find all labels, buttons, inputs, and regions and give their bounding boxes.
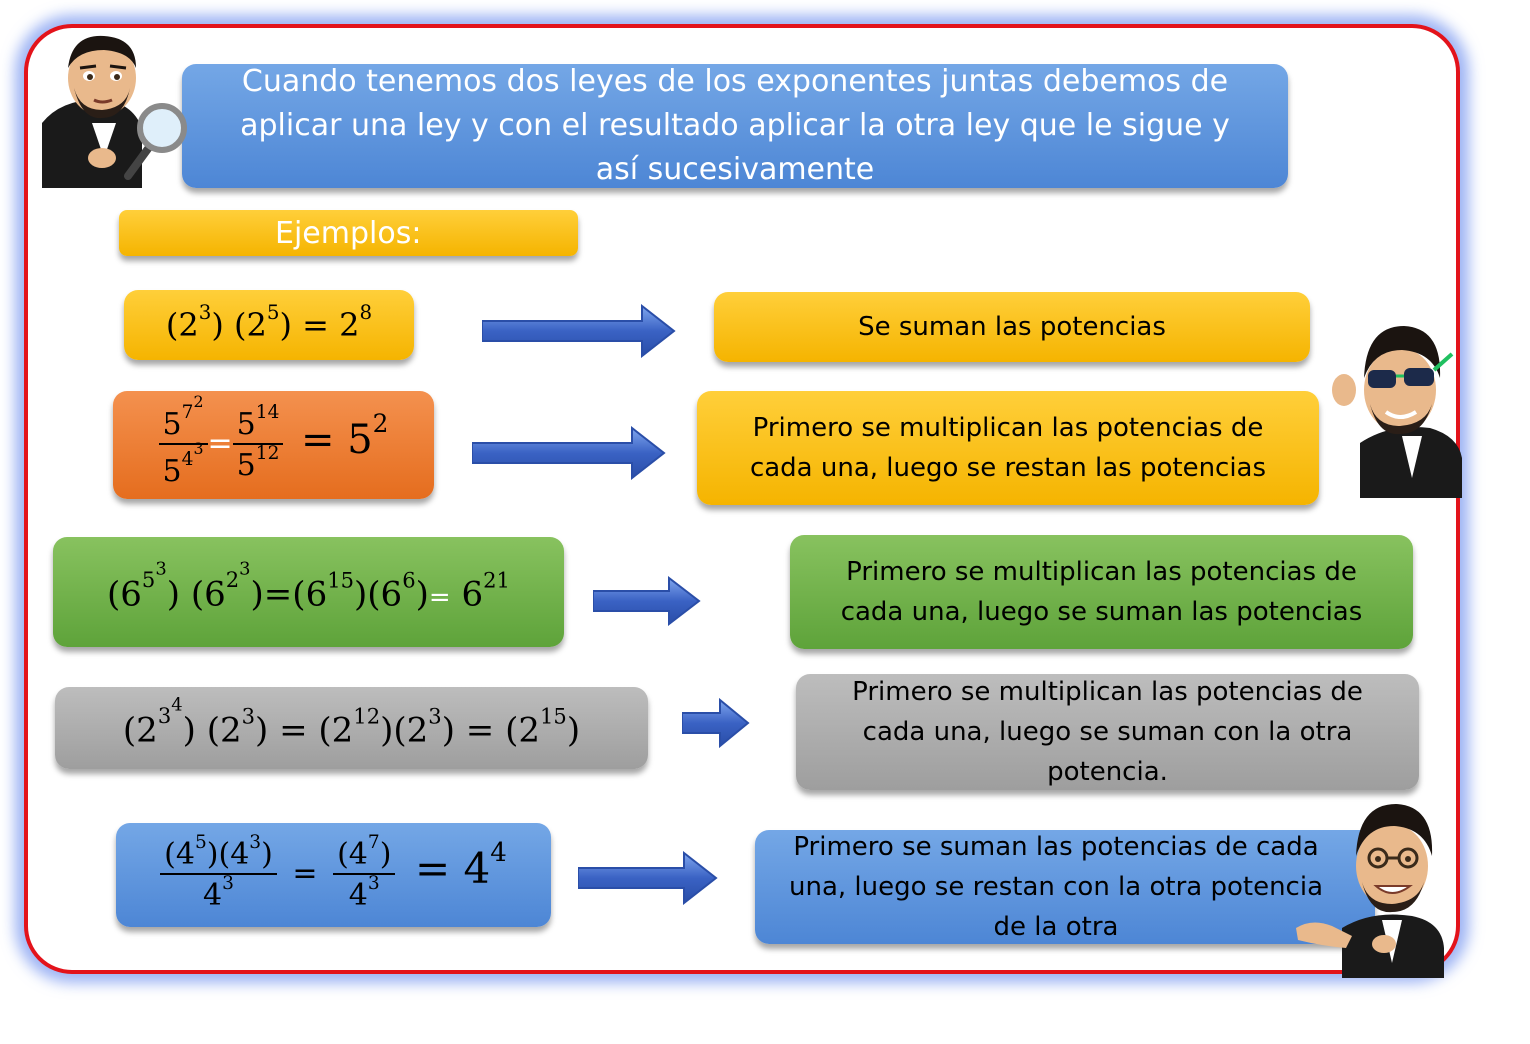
examples-heading-text: Ejemplos:: [275, 215, 422, 251]
right-arrow-icon: [682, 698, 750, 748]
example-5-formula: (45)(43) 43 = (47) 43 = 44: [116, 823, 551, 927]
examples-heading: Ejemplos:: [119, 210, 578, 256]
example-3-explanation: Primero se multiplican las potencias de …: [790, 535, 1413, 649]
right-arrow-icon: [578, 851, 718, 905]
example-2-formula: 572 543 = 514 512 = 52: [113, 391, 434, 499]
formula-5: (45)(43) 43 = (47) 43 = 44: [160, 833, 507, 912]
fraction: (45)(43) 43: [160, 833, 277, 912]
fraction: 514 512: [232, 403, 284, 482]
presenter-avatar-icon: [1296, 804, 1444, 978]
fraction: 572 543: [158, 394, 208, 488]
sunglasses-avatar-icon: [1332, 326, 1462, 498]
example-5-explanation: Primero se suman las potencias de cada u…: [755, 830, 1375, 944]
fraction: (47) 43: [333, 833, 396, 912]
right-arrow-icon: [482, 304, 676, 358]
example-1-explanation: Se suman las potencias: [714, 292, 1310, 362]
example-4-explanation: Primero se multiplican las potencias de …: [796, 674, 1419, 790]
detective-avatar-icon: [42, 35, 187, 188]
example-3-formula: (653) (623)=(615)(66)= 621: [53, 537, 564, 647]
formula-4: (234) (23) = (212)(23) = (215): [122, 694, 581, 751]
right-arrow-icon: [472, 426, 666, 480]
formula-3: (653) (623)=(615)(66)= 621: [107, 558, 510, 615]
intro-text: Cuando tenemos dos leyes de los exponent…: [240, 64, 1230, 187]
formula-2: 572 543 = 514 512 = 52: [158, 394, 388, 488]
intro-box: Cuando tenemos dos leyes de los exponent…: [182, 64, 1288, 188]
example-1-formula: (23) (25) = 28: [124, 290, 414, 360]
right-arrow-icon: [593, 576, 701, 626]
example-4-formula: (234) (23) = (212)(23) = (215): [55, 687, 648, 769]
formula-1: (23) (25) = 28: [165, 301, 373, 344]
example-2-explanation: Primero se multiplican las potencias de …: [697, 391, 1319, 505]
